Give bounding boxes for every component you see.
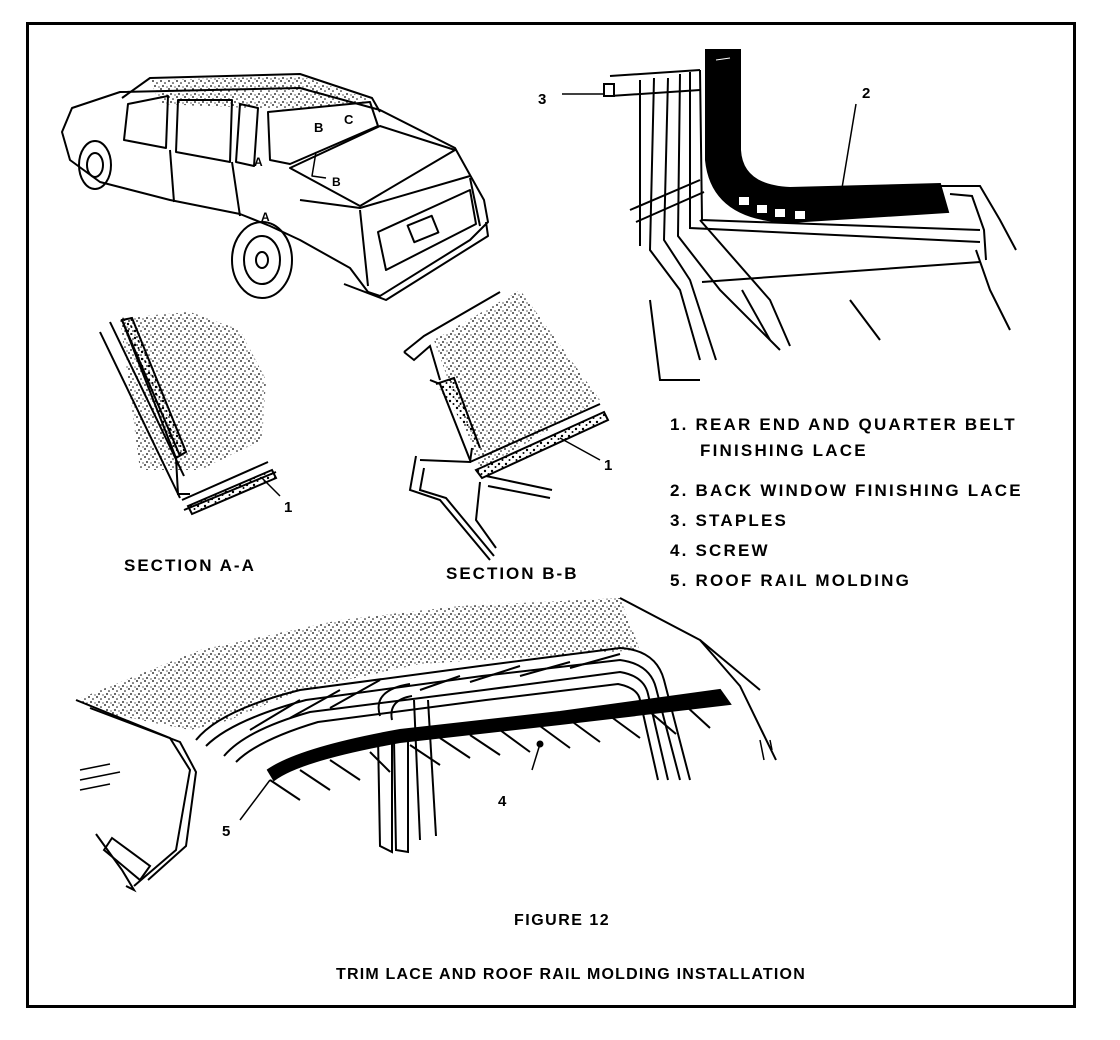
car-label-a2: A xyxy=(261,210,270,224)
section-a-callout-1: 1 xyxy=(284,499,292,516)
figure-caption: TRIM LACE AND ROOF RAIL MOLDING INSTALLA… xyxy=(336,966,806,983)
back-window-corner-drawing xyxy=(562,49,1017,381)
section-b-b-drawing xyxy=(403,290,610,561)
roof-rail-drawing xyxy=(75,597,777,893)
car-label-a1: A xyxy=(254,155,263,169)
car-rear-view xyxy=(61,73,489,301)
car-label-c: C xyxy=(344,112,354,127)
legend-item-3: 3. STAPLES xyxy=(670,511,789,530)
car-label-b2: B xyxy=(332,175,341,189)
section-b-callout-1: 1 xyxy=(604,457,612,474)
figure-label: FIGURE 12 xyxy=(514,912,611,929)
figure-border xyxy=(26,22,1076,1008)
section-b-b-label: SECTION B-B xyxy=(446,564,579,583)
legend-item-1: 1. REAR END AND QUARTER BELT xyxy=(670,415,1017,434)
callout-5-roof-rail-molding: 5 xyxy=(222,823,230,840)
legend-item-2: 2. BACK WINDOW FINISHING LACE xyxy=(670,481,1023,500)
callout-4-screw: 4 xyxy=(498,793,507,810)
parts-legend: 1. REAR END AND QUARTER BELT FINISHING L… xyxy=(670,412,1023,596)
callout-2-back-window-lace: 2 xyxy=(862,85,870,102)
callout-3-staples: 3 xyxy=(538,91,546,108)
section-a-a-label: SECTION A-A xyxy=(124,556,256,575)
section-a-a-drawing xyxy=(99,312,281,516)
legend-item-4: 4. SCREW xyxy=(670,541,770,560)
legend-item-5: 5. ROOF RAIL MOLDING xyxy=(670,571,912,590)
legend-item-1-cont: FINISHING LACE xyxy=(700,441,868,460)
car-label-b1: B xyxy=(314,120,323,135)
